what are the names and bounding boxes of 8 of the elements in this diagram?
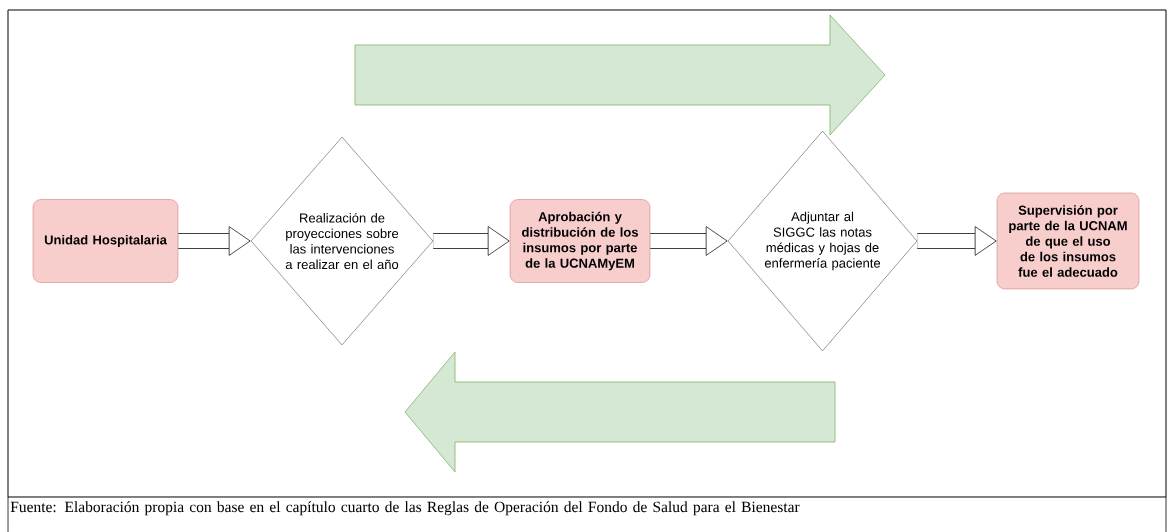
caption: Fuente: Elaboración propia con base en el capítulo cuarto de las Reglas de Operación del Fondo de Salud para el Bienestar	[10, 501, 800, 516]
block-arrow	[433, 226, 510, 256]
block-arrow	[917, 226, 997, 256]
process-box: Aprobación y distribución de los insumos por parte de la UCNAMyEM	[509, 199, 651, 283]
block-arrow	[650, 226, 728, 256]
process-box: Supervisión por parte de la UCNAM de que el uso de los insumos fue el adecuado	[996, 192, 1140, 290]
block-arrow	[178, 226, 251, 256]
process-box: Unidad Hospitalaria	[32, 199, 179, 283]
